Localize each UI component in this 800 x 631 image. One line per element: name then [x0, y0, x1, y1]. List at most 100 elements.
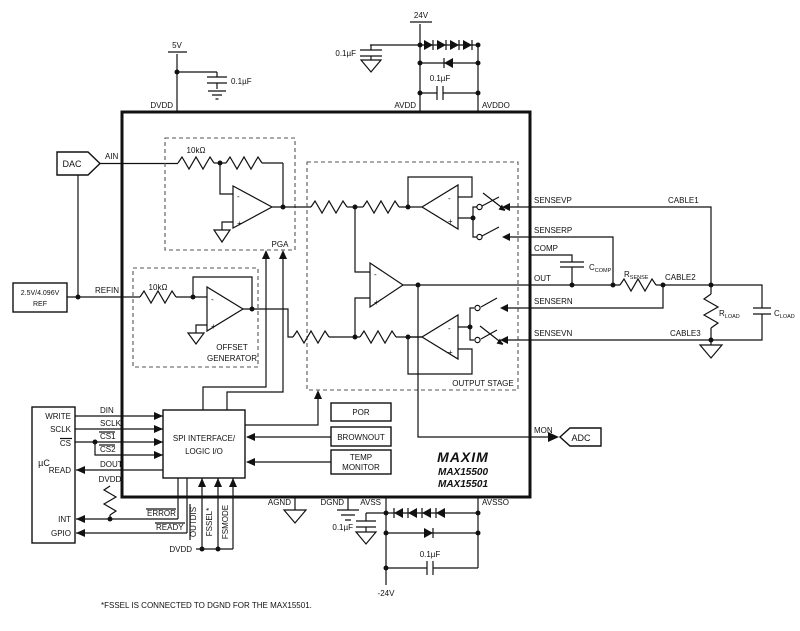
diode-string-bottom-icon	[393, 508, 445, 538]
bus-error: ERROR	[147, 509, 176, 518]
spi-label-1: SPI INTERFACE/	[173, 434, 236, 443]
cable3-label: CABLE3	[670, 329, 701, 338]
pullup-dvdd-label: DVDD	[99, 475, 122, 484]
resistor-icon	[362, 199, 400, 215]
bus-sclk: SCLK	[100, 419, 122, 428]
mcu-block	[31, 406, 76, 544]
bottom-logic-pins: OUTDIS FSSEL* FSMODE DVDD	[169, 478, 237, 554]
brownout-label: BROWNOUT	[337, 433, 385, 442]
pga-label: PGA	[272, 240, 290, 249]
part-number-1: MAX15500	[438, 467, 488, 478]
opamp-plus: +	[374, 298, 379, 307]
diode-string-top-icon	[424, 40, 473, 68]
pin-out: OUT	[534, 274, 551, 283]
switch-arrow-icon	[500, 336, 508, 344]
supply-neg24-label: -24V	[378, 589, 396, 598]
pin-senserp: SENSERP	[534, 226, 572, 235]
bottom-dvdd-label: DVDD	[169, 545, 192, 554]
opamp-minus: -	[448, 324, 451, 333]
por-block	[330, 402, 392, 422]
pga-block: 10kΩ - + PGA	[164, 137, 311, 251]
resistor-icon	[177, 155, 215, 171]
maxim-logo: MAXIM	[437, 449, 489, 465]
pin-refin: REFIN	[95, 286, 119, 295]
rload-label: RLOAD	[719, 309, 740, 320]
opamp-minus: -	[448, 194, 451, 203]
dac-block	[56, 151, 102, 176]
offset-res-label: 10kΩ	[149, 283, 168, 292]
offset-label-2: GENERATOR	[207, 354, 257, 363]
ground-icon	[212, 229, 232, 244]
cable1-label: CABLE1	[668, 196, 699, 205]
pin-avsso: AVSSO	[482, 498, 509, 507]
pin-avddo: AVDDO	[482, 101, 510, 110]
switch-icon	[474, 304, 481, 312]
opamp-plus: +	[448, 348, 453, 357]
ic-outline	[120, 110, 532, 499]
cap-5v-label: 0.1µF	[231, 77, 252, 86]
supply-24v-label: 24V	[414, 11, 429, 20]
opamp-icon	[206, 285, 245, 333]
grounds: AGND DGND	[268, 497, 359, 524]
arrow-right-icon	[154, 438, 163, 446]
mcu-section: µC WRITE SCLK CS READ INT GPIO DIN SCLK …	[31, 406, 188, 544]
mcu-pin-cs: CS	[60, 439, 71, 448]
pga-res-label: 10kΩ	[187, 146, 206, 155]
offset-label-1: OFFSET	[216, 343, 248, 352]
cap-icon	[426, 561, 434, 575]
opamp-plus: +	[211, 322, 216, 331]
arrow-right-icon	[548, 432, 559, 442]
part-number-2: MAX15501	[438, 479, 488, 490]
arrow-up-icon	[229, 478, 237, 487]
adc-label: ADC	[571, 433, 591, 443]
ground-icon	[698, 344, 724, 359]
arrow-left-icon	[76, 515, 85, 523]
pin-dvdd-top: DVDD	[150, 101, 173, 110]
ground-icon	[186, 332, 206, 346]
resistor-icon	[102, 485, 118, 516]
arrow-right-icon	[154, 425, 163, 433]
external-load: SENSEVP CABLE1 SENSERP COMP CCOMP OUT RS…	[530, 196, 795, 359]
ground-icon	[208, 90, 226, 100]
bus-din: DIN	[100, 406, 114, 415]
pin-avdd: AVDD	[394, 101, 416, 110]
arrow-up-icon	[314, 390, 322, 399]
arrow-left-icon	[246, 458, 255, 466]
opamp-icon	[369, 261, 405, 309]
resistor-icon	[139, 289, 177, 305]
arrow-right-icon	[154, 412, 163, 420]
resistor-icon	[702, 293, 720, 329]
pin-dgnd: DGND	[320, 498, 344, 507]
resistor-icon	[310, 199, 348, 215]
switch-arrow-icon	[502, 203, 510, 211]
opamp-plus: +	[237, 219, 242, 228]
resistor-icon	[359, 329, 397, 345]
opamp-icon	[232, 184, 274, 230]
opamp-minus: -	[237, 192, 240, 201]
supply-5v: 5V 0.1µF DVDD	[150, 41, 252, 112]
output-stage-label: OUTPUT STAGE	[452, 379, 514, 388]
mcu-pin-sclk: SCLK	[50, 425, 72, 434]
cap-icon	[436, 86, 444, 100]
spi-label-2: LOGIC I/O	[185, 447, 223, 456]
arrow-right-icon	[154, 451, 163, 459]
pin-sensern: SENSERN	[534, 297, 573, 306]
arrow-up-icon	[262, 250, 270, 259]
opamp-icon	[420, 183, 459, 231]
opamp-icon	[420, 313, 459, 361]
input-section: DAC AIN 2.5V/4.096V REF REFIN	[12, 151, 178, 313]
brand: MAXIM MAX15500 MAX15501	[437, 449, 489, 490]
ref-label-1: 2.5V/4.096V	[21, 290, 60, 297]
mcu-pin-gpio: GPIO	[51, 529, 71, 538]
pin-fsmode: FSMODE	[221, 505, 230, 539]
opamp-minus: -	[374, 270, 377, 279]
spi-block: SPI INTERFACE/ LOGIC I/O POR BROWNOUT TE…	[162, 250, 392, 479]
rsense-label: RSENSE	[624, 270, 649, 281]
resistor-icon	[292, 329, 330, 345]
offset-generator-block: 10kΩ - + OFFSET GENERATOR	[132, 267, 293, 368]
mcu-label: µC	[38, 458, 50, 468]
supply-neg24v: AVSS AVSSO 0.1µF 0.1µF -24V	[332, 497, 509, 598]
opamp-plus: +	[448, 217, 453, 226]
mcu-pin-write: WRITE	[45, 412, 71, 421]
